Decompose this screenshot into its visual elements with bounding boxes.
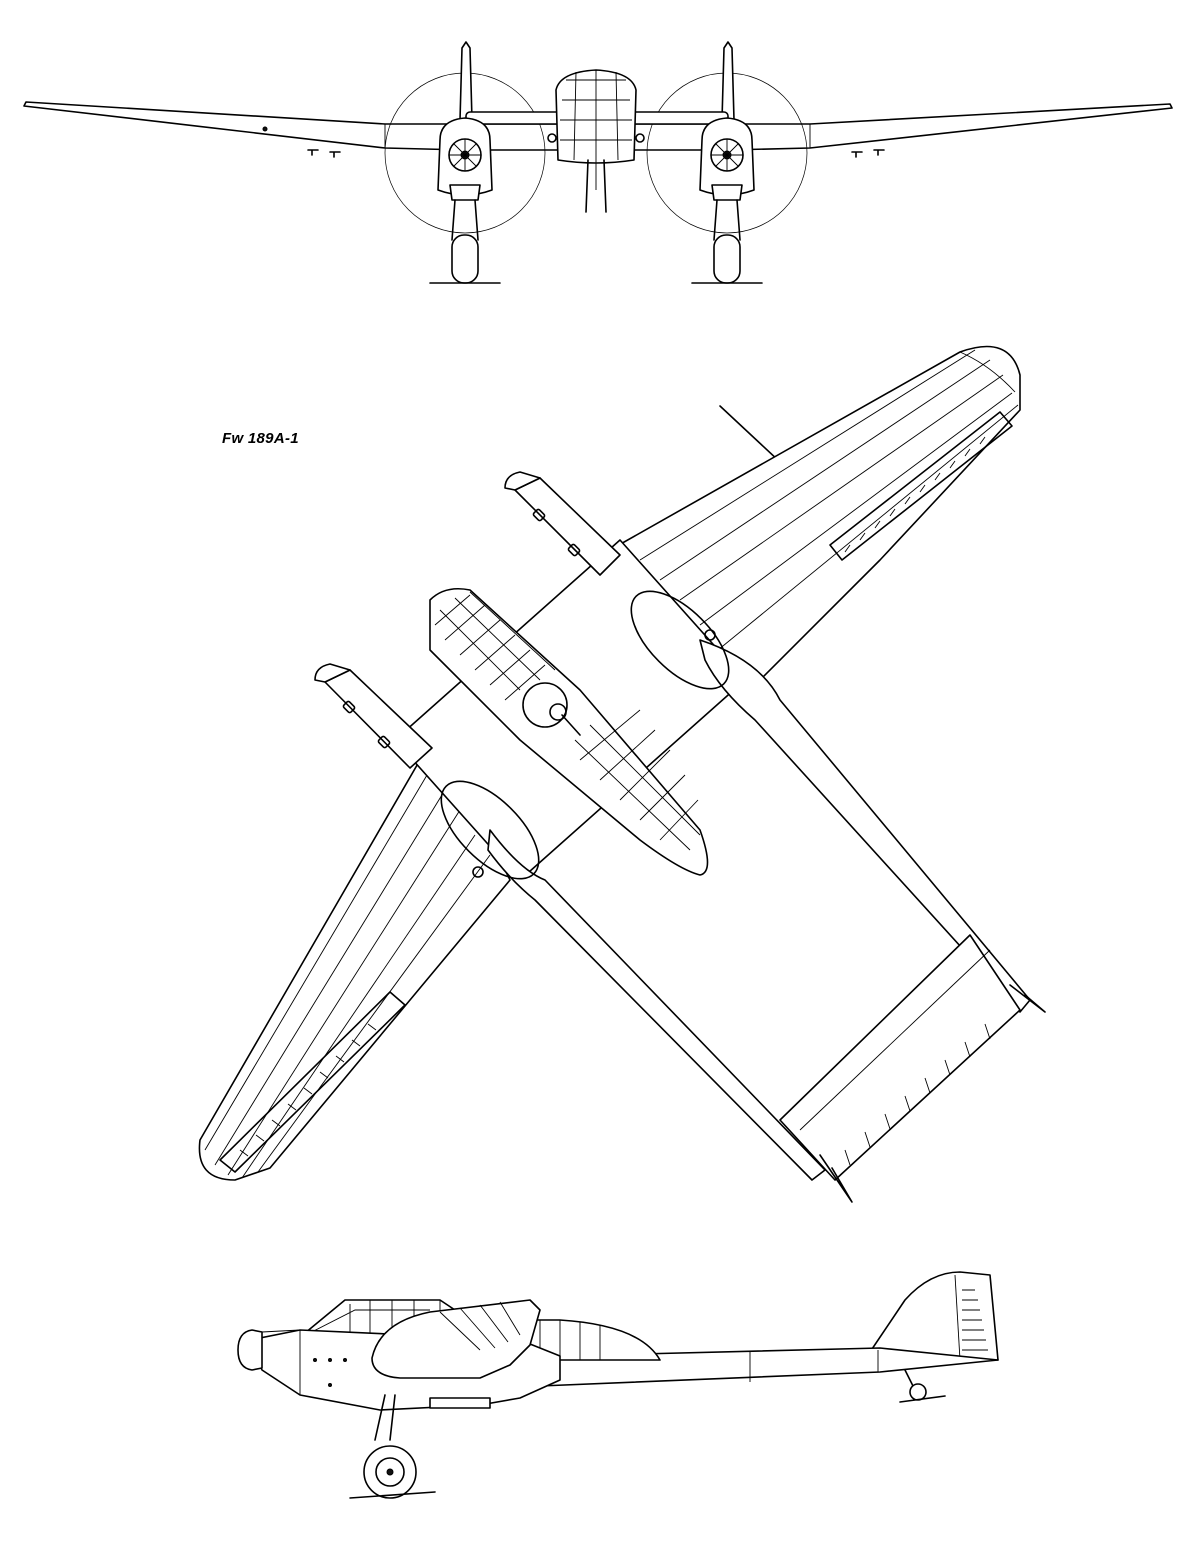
left-tank-panel: [440, 780, 540, 880]
left-engine-plan: [314, 663, 433, 769]
right-aileron: [829, 411, 1013, 561]
plan-view: [198, 345, 1046, 1203]
vertical-tail-side: [869, 1271, 999, 1361]
left-tail-boom: [487, 829, 826, 1181]
front-view: [23, 41, 1173, 284]
crew-nacelle-plan: [429, 587, 709, 876]
horizontal-tail-plan: [779, 934, 1021, 1181]
left-aileron: [219, 991, 406, 1173]
aircraft-designation-label: Fw 189A-1: [222, 430, 299, 447]
right-engine-plan: [504, 471, 621, 576]
nose-cowling: [237, 1329, 263, 1371]
right-engine-front: [691, 117, 763, 284]
bomb-rack: [429, 1397, 491, 1409]
right-main-wheel: [713, 234, 741, 284]
right-tank-panel: [630, 590, 730, 690]
left-fin-front: [459, 41, 473, 121]
left-wing-plan: [198, 759, 511, 1181]
side-view: [237, 1271, 999, 1499]
dorsal-turret-ring: [522, 682, 568, 728]
front-wing: [23, 101, 1173, 151]
right-fin-front: [721, 41, 735, 121]
wing-side: [371, 1299, 541, 1379]
left-engine-front: [429, 117, 501, 284]
left-main-wheel: [451, 234, 479, 284]
tailwheel: [909, 1383, 927, 1401]
